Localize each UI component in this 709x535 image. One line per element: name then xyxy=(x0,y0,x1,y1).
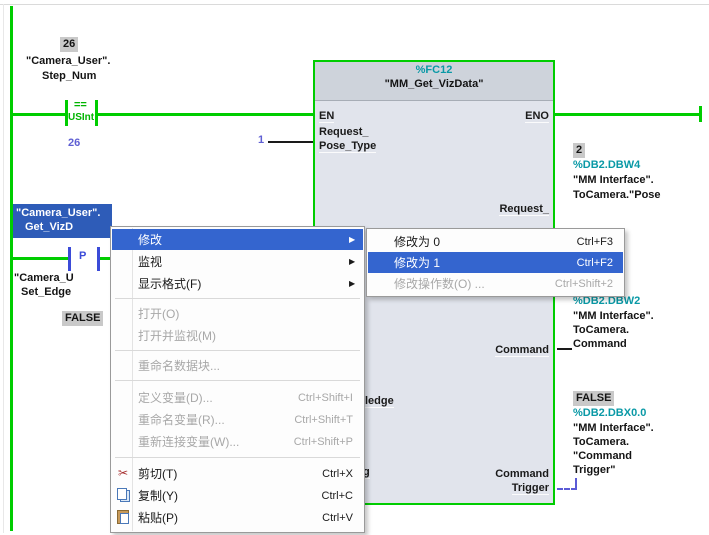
monitor-value-step-num: 26 xyxy=(60,37,79,52)
fb-name: "MM_Get_VizData" xyxy=(384,78,484,90)
pin-trig-fragment[interactable]: g xyxy=(363,466,370,479)
network-top-divider xyxy=(0,4,709,5)
address-db2-dbw4[interactable]: %DB2.DBW4 xyxy=(573,159,641,171)
pin-out-cmd-trigger-line1[interactable]: Command xyxy=(495,468,549,480)
copy-icon xyxy=(112,484,134,508)
menu-item-monitor[interactable]: 监视 ▶ xyxy=(112,251,363,272)
menu-item-open[interactable]: 打开(O) xyxy=(138,307,180,321)
fb-header: %FC12 "MM_Get_VizData" xyxy=(315,62,553,101)
menu-separator xyxy=(115,350,360,351)
wire-cmd-trigger-dashed-v xyxy=(575,478,577,489)
symbol-command-line2[interactable]: ToCamera. xyxy=(573,324,630,336)
menu-item-display-format[interactable]: 显示格式(F) ▶ xyxy=(112,273,363,294)
power-rail xyxy=(10,6,13,531)
compare-constant[interactable]: 26 xyxy=(68,137,81,149)
compare-data-type[interactable]: USInt xyxy=(68,112,95,123)
menu-item-rename-datablock[interactable]: 重命名数据块... xyxy=(138,359,221,373)
monitor-value-pose: 2 xyxy=(573,143,586,158)
edge-contact-left-bar[interactable] xyxy=(68,247,71,271)
eno-continuation-tick xyxy=(699,106,702,122)
menu-separator xyxy=(115,457,360,458)
context-menu: 修改 ▶ 监视 ▶ 显示格式(F) ▶ 打开(O) 打开并监视(M) 重命名数据… xyxy=(110,226,365,533)
edge-operand2-line1[interactable]: "Camera_U xyxy=(14,272,74,284)
operand-step-num-line2[interactable]: Step_Num xyxy=(42,70,97,82)
wire-cmd-trigger-dashed xyxy=(557,488,577,490)
edge-contact-right-bar[interactable] xyxy=(97,247,100,271)
rung2-wire-right xyxy=(100,257,112,260)
symbol-command-line3[interactable]: Command xyxy=(573,338,627,350)
submenu-arrow-icon: ▶ xyxy=(349,235,356,244)
compare-contact-right-bar[interactable] xyxy=(95,100,98,126)
menu-item-rename-tag[interactable]: 重命名变量(R)... Ctrl+Shift+T xyxy=(138,413,353,427)
pin-out-cmd-trigger-line2[interactable]: Trigger xyxy=(511,482,549,495)
eno-wire xyxy=(555,113,702,116)
selected-operand-get-vizdata[interactable]: "Camera_User". Get_VizD xyxy=(13,204,112,238)
symbol-command-line1[interactable]: "MM Interface". xyxy=(573,310,654,322)
compare-contact-left-bar[interactable] xyxy=(65,100,68,126)
address-db2-dbx0-0[interactable]: %DB2.DBX0.0 xyxy=(573,407,647,419)
pin-out-command[interactable]: Command xyxy=(495,344,549,357)
rung2-wire-left xyxy=(13,257,68,260)
input-constant-1[interactable]: 1 xyxy=(258,134,265,146)
icon-gutter-divider xyxy=(132,228,133,531)
pin-en[interactable]: EN xyxy=(319,110,335,123)
symbol-trigger-line3[interactable]: "Command xyxy=(573,450,632,462)
symbol-pose-line2[interactable]: ToCamera."Pose xyxy=(573,189,661,201)
scissors-icon: ✂ xyxy=(117,466,129,480)
symbol-trigger-line4[interactable]: Trigger" xyxy=(573,464,616,476)
rung1-wire-right xyxy=(98,113,313,116)
wire-pose-type xyxy=(268,141,313,143)
symbol-trigger-line1[interactable]: "MM Interface". xyxy=(573,422,654,434)
pin-request-pose-line2[interactable]: Pose_Type xyxy=(319,140,377,153)
pin-request-pose-line1[interactable]: Request_ xyxy=(319,126,369,138)
selected-operand-line2: Get_VizD xyxy=(25,221,74,233)
symbol-trigger-line2[interactable]: ToCamera. xyxy=(573,436,630,448)
monitor-value-set-edge: FALSE xyxy=(62,311,104,326)
selected-operand-line1: "Camera_User". xyxy=(16,207,101,219)
submenu-item-modify-to-0[interactable]: 修改为 0 Ctrl+F3 xyxy=(394,235,613,249)
submenu-arrow-icon: ▶ xyxy=(349,257,356,266)
pin-eno[interactable]: ENO xyxy=(525,110,549,123)
menu-item-define-tag[interactable]: 定义变量(D)... Ctrl+Shift+I xyxy=(138,391,353,405)
menu-item-copy[interactable]: 复制(Y) Ctrl+C xyxy=(112,485,363,506)
paste-icon xyxy=(112,506,134,530)
operand-step-num-line1[interactable]: "Camera_User". xyxy=(26,55,111,67)
pin-acknowledge-fragment[interactable]: ledge xyxy=(365,395,394,408)
symbol-pose-line1[interactable]: "MM Interface". xyxy=(573,174,654,186)
rung1-wire-left xyxy=(13,113,66,116)
edge-contact-p[interactable]: P xyxy=(79,250,87,262)
menu-separator xyxy=(115,298,360,299)
menu-separator xyxy=(115,380,360,381)
submenu-arrow-icon: ▶ xyxy=(349,279,356,288)
monitor-value-cmd-trigger: FALSE xyxy=(573,391,615,406)
submenu-item-modify-operand[interactable]: 修改操作数(O) ... Ctrl+Shift+2 xyxy=(394,277,613,291)
menu-item-paste[interactable]: 粘贴(P) Ctrl+V xyxy=(112,507,363,528)
address-db2-dbw2[interactable]: %DB2.DBW2 xyxy=(573,295,641,307)
fb-address: %FC12 xyxy=(415,64,453,76)
menu-item-open-and-monitor[interactable]: 打开并监视(M) xyxy=(138,329,216,343)
editor-left-edge xyxy=(3,4,4,533)
menu-item-cut[interactable]: ✂ 剪切(T) Ctrl+X xyxy=(112,463,363,484)
modify-submenu: 修改为 0 Ctrl+F3 修改为 1 Ctrl+F2 修改操作数(O) ...… xyxy=(366,228,625,297)
pin-out-request[interactable]: Request_ xyxy=(499,203,549,216)
compare-operator[interactable]: == xyxy=(74,99,87,111)
menu-item-modify[interactable]: 修改 ▶ xyxy=(112,229,363,250)
edge-operand2-line2[interactable]: Set_Edge xyxy=(21,286,72,298)
menu-item-rewire-tag[interactable]: 重新连接变量(W)... Ctrl+Shift+P xyxy=(138,435,353,449)
wire-command xyxy=(557,348,572,350)
submenu-item-modify-to-1[interactable]: 修改为 1 Ctrl+F2 xyxy=(368,252,623,273)
